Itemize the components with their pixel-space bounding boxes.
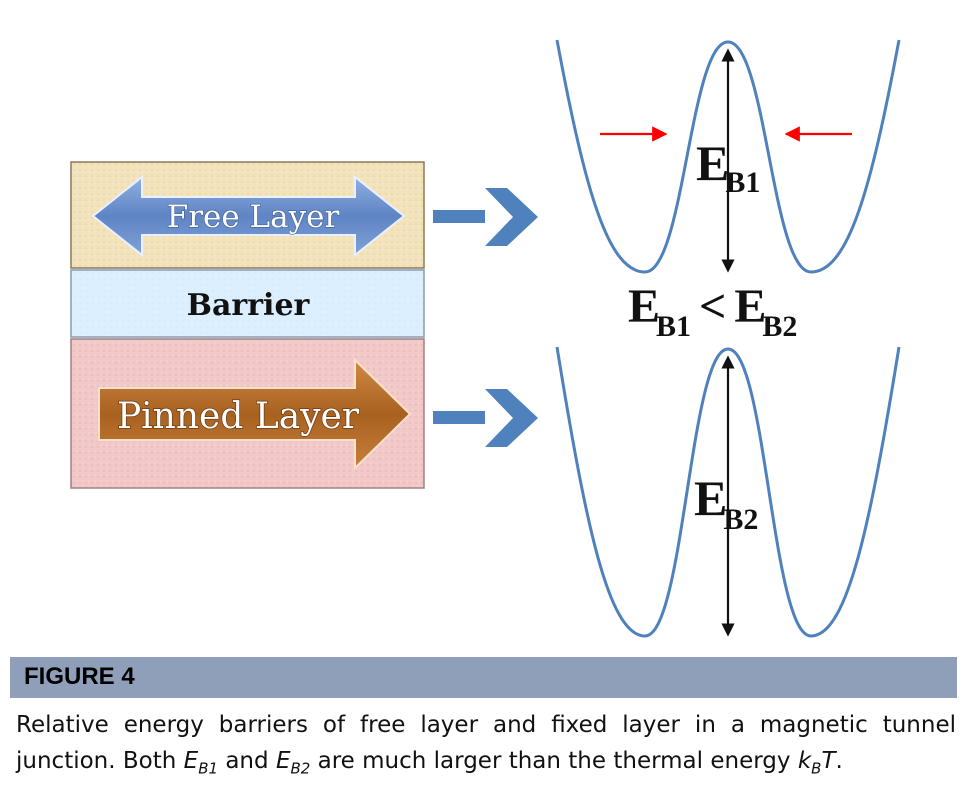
caption-part-b: and <box>218 748 276 774</box>
svg-text:EB2: EB2 <box>694 470 758 536</box>
top-well-e: E <box>696 135 729 191</box>
svg-text:EB1: EB1 <box>696 135 760 199</box>
caption-end: . <box>835 748 843 774</box>
caption-part-a: Relative energy barriers of free layer a… <box>16 712 956 774</box>
barrier-layer: Barrier <box>70 269 425 338</box>
free-layer-label: Free Layer <box>167 199 340 235</box>
free-layer-double-arrow <box>91 174 406 258</box>
cmp-op: < <box>699 280 726 333</box>
pinned-layer-arrow <box>98 357 412 471</box>
figure-label: FIGURE 4 <box>24 663 135 690</box>
caption-eb1: EB1 <box>183 748 219 778</box>
cmp-right-sub: B2 <box>762 310 797 343</box>
pinned-layer-label: Pinned Layer <box>117 396 360 437</box>
figure-label-bar: FIGURE 4 <box>10 657 957 698</box>
barrier-label: Barrier <box>187 288 311 323</box>
bottom-well-curve <box>555 346 901 638</box>
energy-comparison: EB1<EB2 <box>628 280 797 343</box>
bottom-well-e: E <box>694 470 727 526</box>
cmp-left-e: E <box>628 280 660 333</box>
pinned-layer: Pinned Layer <box>70 338 425 489</box>
top-well-curve <box>555 39 901 274</box>
bottom-energy-well: EB2 <box>555 346 901 638</box>
figure-caption: Relative energy barriers of free layer a… <box>16 707 956 787</box>
caption-eb2: EB2 <box>275 748 311 778</box>
chevron-arrow-top-icon <box>433 188 538 246</box>
cmp-left-sub: B1 <box>656 310 691 343</box>
top-energy-well: EB1 <box>555 39 901 274</box>
bottom-well-sub: B2 <box>723 503 758 536</box>
cmp-right-e: E <box>734 280 766 333</box>
chevron-arrow-bottom-icon <box>433 389 538 447</box>
top-well-sub: B1 <box>725 166 760 199</box>
free-layer: Free Layer <box>70 161 425 269</box>
mtj-diagram: Free Layer Barrier Pinned Layer EB1 EB1<… <box>70 39 901 638</box>
caption-part-c: are much larger than the thermal energy <box>310 748 798 774</box>
svg-text:EB1<EB2: EB1<EB2 <box>628 280 797 343</box>
caption-kbt: kBT <box>797 748 836 778</box>
